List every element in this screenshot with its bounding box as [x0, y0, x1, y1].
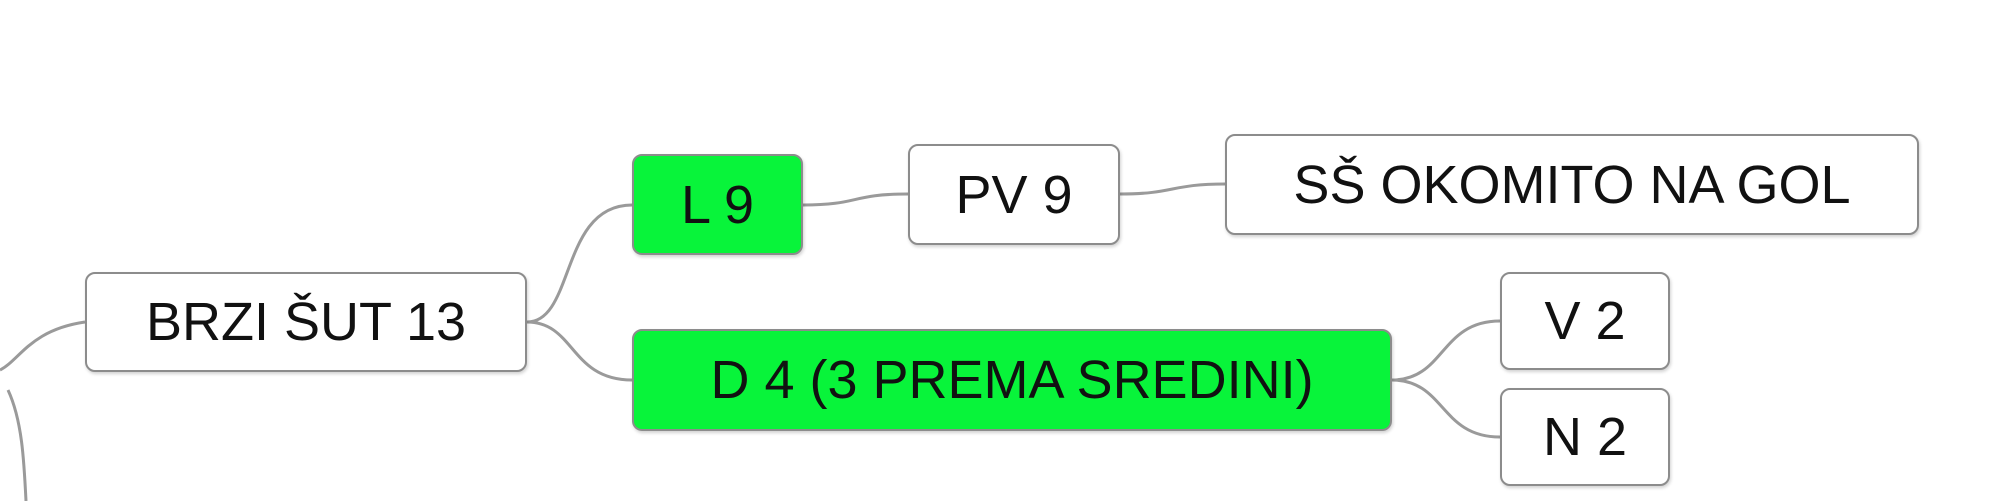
node-ss-okomito-na-gol[interactable]: SŠ OKOMITO NA GOL: [1225, 134, 1919, 235]
node-label: D 4 (3 PREMA SREDINI): [710, 350, 1314, 410]
node-n2[interactable]: N 2: [1500, 388, 1670, 486]
connector-l9-pv9: [802, 192, 909, 207]
node-label: PV 9: [955, 164, 1073, 225]
node-label: SŠ OKOMITO NA GOL: [1293, 154, 1851, 215]
node-label: V 2: [1544, 291, 1626, 351]
node-pv9[interactable]: PV 9: [908, 144, 1120, 245]
connector-brzi-l9: [526, 203, 633, 324]
node-label: BRZI ŠUT 13: [145, 292, 467, 352]
node-d4[interactable]: D 4 (3 PREMA SREDINI): [632, 329, 1392, 431]
connector-pv9-ss: [1119, 182, 1226, 196]
connector-d4-v2: [1391, 319, 1501, 382]
node-label: L 9: [680, 174, 755, 235]
connector-d4-n2: [1391, 378, 1501, 439]
node-l9[interactable]: L 9: [632, 154, 803, 255]
connector-brzi-d4: [526, 320, 633, 382]
node-v2[interactable]: V 2: [1500, 272, 1670, 370]
connector-root-down: [6, 389, 28, 501]
node-label: N 2: [1542, 407, 1628, 467]
connector-root-trunk: [0, 320, 86, 372]
node-brzi-sut[interactable]: BRZI ŠUT 13: [85, 272, 527, 372]
